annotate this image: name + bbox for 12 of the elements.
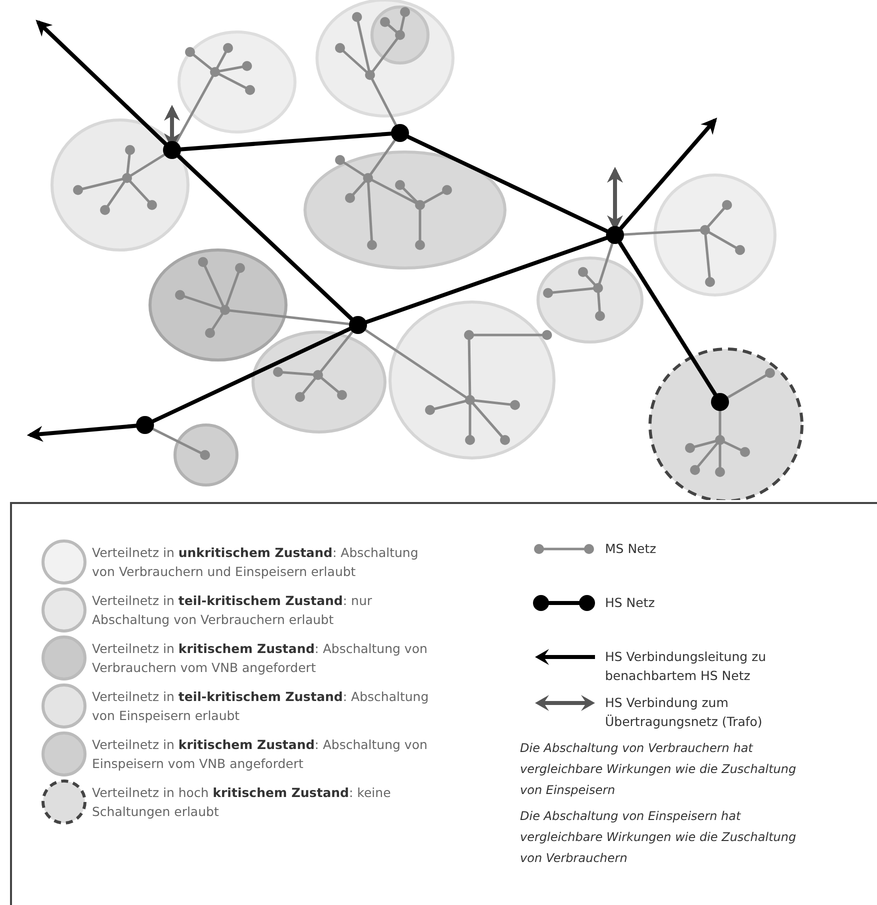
note-text: Die Abschaltung von Verbrauchern hat vergleichbare Wirkungen wie die Zuschaltung von Einspeisern bbox=[520, 740, 798, 799]
legend-text: Verteilnetz in hoch kritischem Zustand: keine Schaltungen erlaubt bbox=[92, 784, 392, 821]
legend-text: Verteilnetz in kritischem Zustand: Abschaltung von Verbrauchern vom VNB angefordert bbox=[92, 640, 428, 677]
legend-text: Verteilnetz in unkritischem Zustand: Abschaltung von Verbrauchern und Einspeisern erlaubt bbox=[92, 544, 420, 581]
legend-text: HS Netz bbox=[605, 594, 656, 612]
legend-text: Verteilnetz in kritischem Zustand: Abschaltung von Einspeisern vom VNB angefordert bbox=[92, 736, 428, 773]
legend-text: Verteilnetz in teil-kritischem Zustand: nur Abschaltung von Verbrauchern erlaubt bbox=[92, 592, 374, 629]
legend-text: HS Verbindung zum Übertragungsnetz (Trafo) bbox=[605, 694, 764, 731]
legend-text: HS Verbindungsleitung zu benachbartem HS Netz bbox=[605, 648, 768, 685]
legend-text: MS Netz bbox=[605, 540, 658, 558]
note-text: Die Abschaltung von Einspeisern hat vergleichbare Wirkungen wie die Zuschaltung von Verbrauchern bbox=[520, 808, 798, 867]
legend-text: Verteilnetz in teil-kritischem Zustand: Abschaltung von Einspeisern erlaubt bbox=[92, 688, 430, 725]
